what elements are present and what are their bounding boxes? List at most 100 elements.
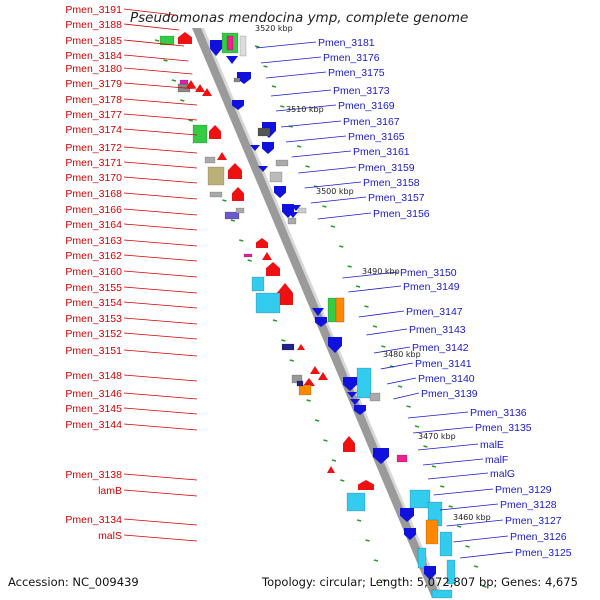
label-leader-line [123,301,198,309]
gene-label-right[interactable]: Pmen_3176 [323,52,380,64]
ruler-tick [456,525,462,528]
gene-label-right[interactable]: Pmen_3169 [338,100,395,112]
gene-label-right[interactable]: Pmen_3156 [373,208,430,220]
gene-block [425,519,439,545]
gene-label-left[interactable]: Pmen_3178 [65,94,122,106]
gene-label-right[interactable]: Pmen_3149 [403,281,460,293]
gene-label-left[interactable]: Pmen_3184 [65,50,122,62]
gene-label-left[interactable]: Pmen_3166 [65,204,122,216]
reverse-gene-block [373,448,389,464]
gene-label-right[interactable]: Pmen_3128 [500,499,557,511]
gene-label-right[interactable]: Pmen_3126 [510,531,567,543]
label-leader-line [417,443,479,451]
label-leader-line [407,411,469,419]
gene-label-left[interactable]: Pmen_3171 [65,157,122,169]
gene-label-left[interactable]: Pmen_3151 [65,345,122,357]
gene-label-right[interactable]: malE [480,439,504,451]
forward-gene-block [277,283,293,305]
gene-label-right[interactable]: Pmen_3165 [348,131,405,143]
ruler-tick [280,105,285,108]
gene-label-right[interactable]: Pmen_3161 [353,146,410,158]
gene-label-left[interactable]: Pmen_3134 [65,514,122,526]
gene-label-right[interactable]: Pmen_3127 [505,515,562,527]
gene-label-left[interactable]: Pmen_3152 [65,328,122,340]
gene-label-left[interactable]: Pmen_3174 [65,124,122,136]
gene-label-right[interactable]: Pmen_3136 [470,407,527,419]
gene-label-right[interactable]: Pmen_3142 [412,342,469,354]
gene-label-left[interactable]: Pmen_3164 [65,219,122,231]
gene-label-left[interactable]: Pmen_3179 [65,78,122,90]
gene-label-left[interactable]: Pmen_3177 [65,109,122,121]
gene-label-right[interactable]: Pmen_3129 [495,484,552,496]
gene-label-left[interactable]: Pmen_3148 [65,370,122,382]
gene-label-left[interactable]: lamB [98,485,122,497]
gene-label-left[interactable]: Pmen_3155 [65,282,122,294]
label-leader-line [123,534,198,542]
label-leader-line [123,113,198,121]
gene-label-right[interactable]: Pmen_3173 [333,85,390,97]
gene-label-left[interactable]: Pmen_3160 [65,266,122,278]
gene-label-left[interactable]: Pmen_3191 [65,4,122,16]
gene-block [287,217,297,225]
gene-label-left[interactable]: Pmen_3146 [65,388,122,400]
label-leader-line [123,518,198,526]
reverse-gene-block [328,337,342,353]
ruler-tick [482,585,487,588]
gene-label-right[interactable]: Pmen_3175 [328,67,385,79]
label-leader-line [298,166,357,174]
ruler-tick [163,59,168,62]
gene-label-right[interactable]: Pmen_3159 [358,162,415,174]
gene-label-right[interactable]: Pmen_3157 [368,192,425,204]
gene-label-left[interactable]: Pmen_3188 [65,19,122,31]
label-leader-line [123,176,198,184]
reverse-gene-block [232,100,244,110]
gene-label-right[interactable]: Pmen_3147 [406,306,463,318]
gene-label-right[interactable]: Pmen_3135 [475,422,532,434]
gene-label-left[interactable]: Pmen_3154 [65,297,122,309]
gene-block [209,191,223,198]
gene-block [297,207,307,214]
label-leader-line [291,150,352,158]
gene-label-left[interactable]: Pmen_3138 [65,469,122,481]
left-gene-labels: Pmen_3191Pmen_3188Pmen_3185Pmen_3184Pmen… [65,4,122,542]
gene-label-right[interactable]: malF [485,454,508,466]
gene-label-right[interactable]: Pmen_3125 [515,547,572,559]
gene-label-left[interactable]: Pmen_3185 [65,35,122,47]
gene-label-left[interactable]: Pmen_3168 [65,188,122,200]
gene-label-left[interactable]: Pmen_3144 [65,419,122,431]
gene-label-left[interactable]: Pmen_3163 [65,235,122,247]
forward-gene-arrow [297,344,305,350]
gene-label-right[interactable]: Pmen_3158 [363,177,420,189]
gene-label-right[interactable]: Pmen_3181 [318,37,375,49]
label-leader-line [123,23,180,31]
gene-label-left[interactable]: Pmen_3180 [65,63,122,75]
gene-label-right[interactable]: Pmen_3140 [418,373,475,385]
gene-label-left[interactable]: malS [98,530,122,542]
gene-block [159,35,175,46]
gene-label-left[interactable]: Pmen_3162 [65,250,122,262]
label-leader-line [123,239,198,247]
gene-label-right[interactable]: Pmen_3143 [409,324,466,336]
reverse-gene-block [274,186,286,198]
gene-label-left[interactable]: Pmen_3172 [65,142,122,154]
ruler-tick [340,479,345,482]
gene-label-right[interactable]: Pmen_3167 [343,116,400,128]
ruler-tick [289,359,294,362]
label-leader-line [460,551,514,559]
ruler-tick [305,165,310,168]
gene-label-right[interactable]: Pmen_3141 [415,358,472,370]
gene-label-left[interactable]: Pmen_3170 [65,172,122,184]
ruler-tick [373,559,379,562]
label-leader-line [123,39,185,47]
gene-label-right[interactable]: Pmen_3150 [400,267,457,279]
gene-label-left[interactable]: Pmen_3145 [65,403,122,415]
gene-label-right[interactable]: Pmen_3139 [421,388,478,400]
gene-label-left[interactable]: Pmen_3153 [65,313,122,325]
forward-gene-arrow [318,372,328,380]
label-leader-line [123,161,198,169]
label-leader-line [358,310,405,318]
gene-label-right[interactable]: malG [490,468,515,480]
label-leader-line [123,374,198,382]
ruler-tick [230,219,236,222]
